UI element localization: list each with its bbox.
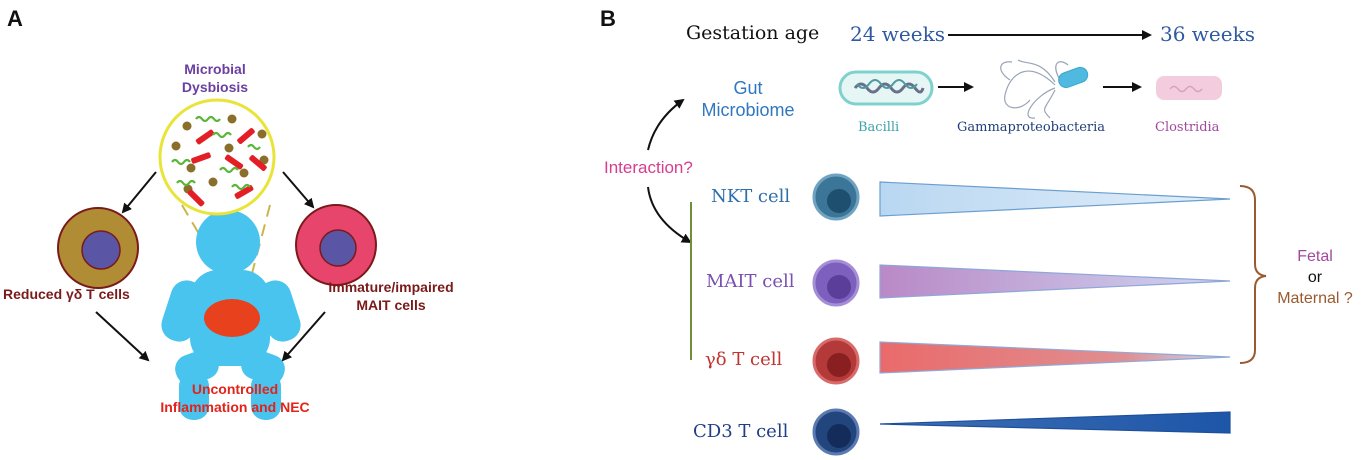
mait-trend-wedge [879,264,1231,299]
gestation-age-label: Gestation age [686,22,820,44]
mait-cell-b-icon [812,259,860,307]
origin-brace [1239,185,1267,364]
start-age-label: 24 weeks [850,22,945,46]
gd-t-cell-icon [57,207,139,289]
origin-or: or [1307,269,1323,286]
infant-figure [161,210,301,420]
microbe-circle-icon [158,98,276,216]
mait-line-1: Immature/impaired [328,279,454,295]
origin-maternal: Maternal ? [1277,290,1353,307]
gd-trend-wedge [879,341,1231,374]
gut-icon [204,299,260,337]
interaction-arrow-down [647,186,692,244]
gut-line-1: Gut [733,78,763,98]
gd-t-cell-b-icon [812,337,860,385]
nkt-cell-icon [812,173,860,221]
origin-fetal: Fetal [1297,248,1333,265]
gammaproteobacteria-label: Gammaproteobacteria [957,120,1106,135]
gd-t-cell-label: γδ T cell [705,349,783,370]
interaction-arrow-up [647,98,685,151]
mait-impaired-label: Immature/impaired MAIT cells [296,278,486,314]
gut-line-2: Microbiome [701,100,795,120]
clostridia-label: Clostridia [1155,120,1220,135]
panel-a-arrows [95,171,326,362]
origin-label: Fetal or Maternal ? [1270,246,1360,309]
outcome-label: Uncontrolled Inflammation and NEC [140,380,330,416]
mait-line-2: MAIT cells [356,297,426,313]
dysbiosis-line-1: Microbial [184,61,246,77]
clostridia-icon [1156,76,1222,100]
gammaproteobacteria-icon [1000,59,1089,119]
cd3-trend-wedge [879,411,1231,434]
cd3-t-cell-label: CD3 T cell [693,421,789,442]
dysbiosis-line-2: Dysbiosis [181,79,249,95]
reduced-gd-label: Reduced γδ T cells [3,286,130,302]
mait-cell-label: MAIT cell [706,271,795,292]
nkt-cell-label: NKT cell [711,186,791,207]
panel-b-letter: B [600,6,616,31]
outcome-line-1: Uncontrolled [191,381,279,397]
end-age-label: 36 weeks [1160,22,1255,46]
interaction-label: Interaction? [604,158,693,177]
bacilli-icon [838,70,934,106]
outcome-line-2: Inflammation and NEC [160,399,310,415]
cd3-t-cell-icon [812,408,860,456]
dysbiosis-label: Microbial Dysbiosis [160,60,270,96]
nkt-trend-wedge [879,181,1231,217]
gut-microbiome-label: Gut Microbiome [688,77,808,121]
bacilli-label: Bacilli [858,120,900,135]
mait-cell-icon [295,204,377,286]
panel-a-letter: A [7,6,23,31]
